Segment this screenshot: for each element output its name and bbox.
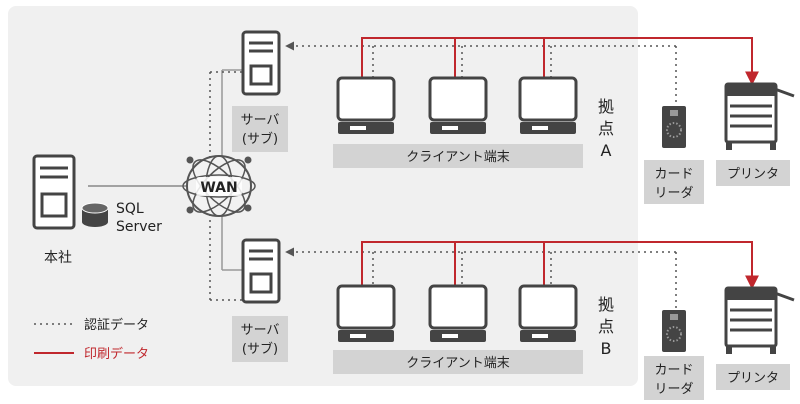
site-b-clients-label: クライアント端末 bbox=[406, 356, 509, 371]
site-a-printer-icon bbox=[724, 82, 795, 150]
db-label-line2: Server bbox=[116, 219, 162, 235]
site-b-server-label-1: サーバ bbox=[241, 323, 280, 338]
site-b-server-label-2: (サブ) bbox=[242, 341, 278, 357]
site-b-label-1: 拠 bbox=[598, 295, 614, 314]
site-b-clients-label-box bbox=[333, 350, 583, 374]
site-a-server-label-box bbox=[232, 106, 288, 152]
site-a-clients-label: クライアント端末 bbox=[406, 150, 509, 165]
site-a-card-reader-icon bbox=[662, 106, 686, 148]
site-a-print-line bbox=[361, 37, 759, 86]
site-a-client-2-icon bbox=[428, 76, 488, 134]
site-b-printer-icon bbox=[724, 286, 795, 354]
site-a: サーバ (サブ) クライアント端末 拠 点 bbox=[232, 30, 795, 204]
site-a-printer-label-box bbox=[716, 160, 790, 186]
wan-label: WAN bbox=[200, 180, 237, 196]
site-b-label-3: B bbox=[601, 339, 612, 358]
site-a-printer-label: プリンタ bbox=[727, 167, 779, 182]
site-a-card-reader-label-2: リーダ bbox=[654, 186, 693, 201]
site-b-card-reader-label-1: カード bbox=[654, 363, 693, 378]
legend-print-label: 印刷データ bbox=[84, 346, 149, 362]
site-a-label-2: 点 bbox=[598, 119, 614, 138]
site-b-card-reader-label-box bbox=[644, 356, 704, 400]
legend-auth-label: 認証データ bbox=[84, 317, 149, 333]
site-b-client-2-icon bbox=[428, 284, 488, 342]
site-a-label-3: A bbox=[601, 141, 612, 160]
site-a-card-reader-label-1: カード bbox=[654, 167, 693, 182]
wan-globe-icon bbox=[182, 69, 256, 301]
site-b-card-reader-icon bbox=[662, 310, 686, 352]
site-b-card-reader-label-2: リーダ bbox=[654, 382, 693, 397]
site-b: サーバ (サブ) クライアント端末 拠 点 B bbox=[232, 238, 795, 400]
site-b-server-label-box bbox=[232, 316, 288, 362]
site-b-label-2: 点 bbox=[598, 317, 614, 336]
site-b-print-line bbox=[361, 241, 759, 290]
site-a-server-label-1: サーバ bbox=[241, 113, 280, 128]
site-a-client-1-icon bbox=[336, 76, 396, 134]
site-a-clients-label-box bbox=[333, 144, 583, 168]
legend: 認証データ 印刷データ bbox=[34, 317, 149, 362]
hq-server-icon bbox=[32, 154, 76, 230]
headquarters: SQL Server 本社 bbox=[32, 154, 162, 266]
site-a-label-1: 拠 bbox=[598, 97, 614, 116]
site-b-printer-label-box bbox=[716, 364, 790, 390]
site-a-server-label-2: (サブ) bbox=[242, 131, 278, 147]
site-a-client-3-icon bbox=[518, 76, 578, 134]
site-b-server-icon bbox=[241, 238, 281, 304]
database-icon bbox=[81, 202, 109, 227]
site-b-client-1-icon bbox=[336, 284, 396, 342]
site-b-client-3-icon bbox=[518, 284, 578, 342]
site-b-printer-label: プリンタ bbox=[727, 371, 779, 386]
hq-label: 本社 bbox=[44, 250, 72, 266]
db-label-line1: SQL bbox=[116, 201, 144, 217]
site-a-server-icon bbox=[241, 30, 281, 96]
site-a-card-reader-label-box bbox=[644, 160, 704, 204]
